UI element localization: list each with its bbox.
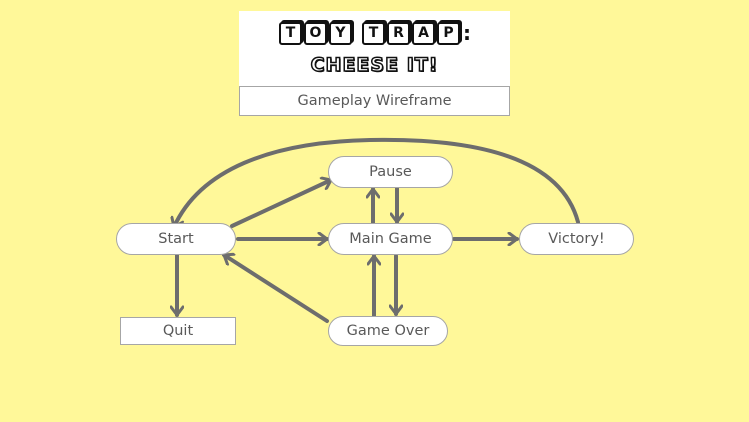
victory-node: Victory! [519,223,634,255]
title-letter-block: Y [329,21,352,45]
title-letter-block: O [304,21,327,45]
main-game-node: Main Game [328,223,453,255]
title-letter-block: P [437,21,460,45]
title-letter-block: T [279,21,302,45]
subtitle-label: Gameplay Wireframe [239,86,510,116]
game-over-node: Game Over [328,316,448,346]
arrow-victory-to-start [174,137,580,229]
title-letter-block: T [362,21,385,45]
pause-node: Pause [328,156,453,188]
arrow-game-over-to-start [222,255,329,323]
start-node: Start [116,223,236,255]
arrow-start-to-pause [230,180,333,228]
title-line-cheese-it: CHEESE IT! [310,53,439,77]
title-letter-block: R [387,21,410,45]
title-colon: : [463,21,471,45]
title-letter-block: A [412,21,435,45]
quit-node: Quit [120,317,236,345]
